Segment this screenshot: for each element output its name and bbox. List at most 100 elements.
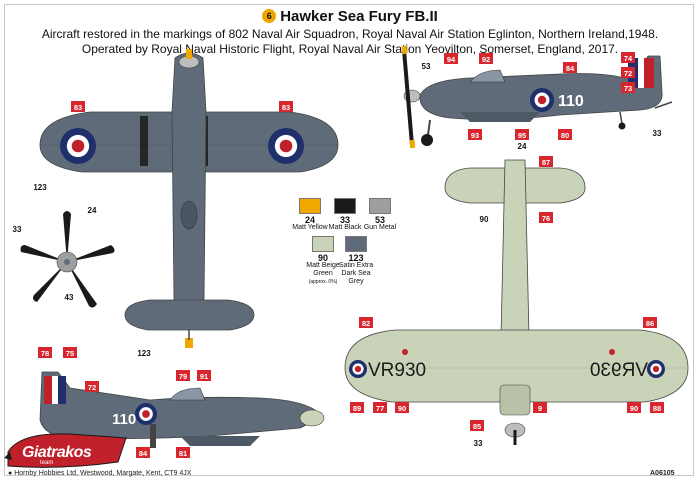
tail-code-left: 110	[112, 411, 136, 428]
paint-callout: 24	[88, 206, 97, 215]
decal-marker: 73	[621, 82, 635, 93]
decal-marker: 85	[470, 420, 484, 431]
decal-marker: 78	[38, 347, 52, 358]
decal-marker: 95	[515, 129, 529, 140]
decal-marker: 86	[643, 317, 657, 328]
decal-number: 73	[624, 84, 632, 93]
paint-callout: 90	[480, 215, 489, 224]
side-profile-left: 110	[39, 371, 325, 448]
decal-marker: 79	[176, 370, 190, 381]
decal-marker: 72	[621, 67, 635, 78]
decal-marker: 77	[373, 402, 387, 413]
decal-marker-box	[176, 370, 190, 381]
decal-marker-box	[468, 129, 482, 140]
paint-callout: 43	[65, 293, 74, 302]
paint-swatch-24	[299, 198, 321, 214]
decal-number: 86	[646, 319, 654, 328]
decal-number: 87	[542, 158, 550, 167]
decal-marker-box	[359, 317, 373, 328]
decal-marker: 87	[539, 156, 553, 167]
decal-marker-box	[515, 129, 529, 140]
decal-number: 72	[624, 69, 632, 78]
decal-marker-box	[558, 129, 572, 140]
decal-number: 74	[624, 54, 633, 63]
decal-marker: 80	[558, 129, 572, 140]
decal-number: 91	[200, 372, 208, 381]
scheme-number-badge: 6	[262, 9, 277, 23]
decal-marker-box	[444, 53, 458, 64]
decal-marker: 81	[176, 447, 190, 458]
decal-marker-box	[470, 420, 484, 431]
decal-number: 76	[542, 214, 550, 223]
logo-subtext: team	[40, 460, 54, 466]
decal-marker-box	[643, 317, 657, 328]
decal-number: 94	[447, 55, 456, 64]
decal-number: 95	[518, 131, 526, 140]
footer-code: A06105	[650, 470, 675, 477]
aircraft-title: Hawker Sea Fury FB.II	[280, 8, 438, 25]
decal-number: 84	[566, 64, 575, 73]
tail-code-right: 110	[558, 93, 584, 110]
paint-callout: 53	[422, 62, 431, 71]
paint-callout: 24	[518, 142, 527, 151]
decal-marker-box	[176, 447, 190, 458]
underside-view: VR930 VR930	[344, 159, 689, 445]
decal-marker: 82	[359, 317, 373, 328]
decal-marker: 88	[650, 402, 664, 413]
decal-marker: 94	[444, 53, 458, 64]
decal-number: 80	[561, 131, 569, 140]
decal-number: 83	[282, 103, 290, 112]
decal-marker-box	[395, 402, 409, 413]
decal-number: 89	[353, 404, 361, 413]
paint-swatch-53	[369, 198, 391, 214]
decal-marker: 74	[621, 52, 635, 63]
propeller-view	[20, 211, 115, 308]
paint-callout: 33	[474, 439, 483, 448]
paint-swatch-123	[345, 236, 367, 252]
decal-number: 82	[362, 319, 370, 328]
decal-marker: 75	[63, 347, 77, 358]
decal-marker-box	[479, 53, 493, 64]
decal-marker-box	[136, 447, 150, 458]
decal-marker-box	[38, 347, 52, 358]
paint-callout: 33	[13, 225, 22, 234]
decal-number: 81	[179, 449, 187, 458]
decal-marker: 76	[539, 212, 553, 223]
decal-number: 90	[398, 404, 406, 413]
decal-marker: 90	[395, 402, 409, 413]
decal-number: 72	[88, 383, 96, 392]
decal-number: 93	[471, 131, 479, 140]
decal-marker-box	[63, 347, 77, 358]
decal-marker-box	[197, 370, 211, 381]
decal-marker-box	[85, 381, 99, 392]
decal-number: 77	[376, 404, 384, 413]
page-frame	[4, 4, 694, 476]
paint-swatch-33	[334, 198, 356, 214]
decal-number: 85	[473, 422, 481, 431]
decal-marker-box	[533, 402, 547, 413]
decal-marker-box	[650, 402, 664, 413]
decal-marker-box	[373, 402, 387, 413]
decal-marker: 72	[85, 381, 99, 392]
decal-number: 92	[482, 55, 490, 64]
decal-number: 78	[41, 349, 49, 358]
decal-marker-box	[621, 52, 635, 63]
decal-marker: 9	[533, 402, 547, 413]
giatrakos-logo	[4, 433, 127, 468]
decal-marker-box	[563, 62, 577, 73]
decal-marker-box	[71, 101, 85, 112]
decal-marker-box	[621, 82, 635, 93]
decal-marker: 90	[627, 402, 641, 413]
decal-number: 75	[66, 349, 74, 358]
decal-marker: 84	[563, 62, 577, 73]
decal-number: 9	[538, 404, 542, 413]
serial-starboard-wing: VR930	[590, 360, 648, 381]
decal-marker: 84	[136, 447, 150, 458]
